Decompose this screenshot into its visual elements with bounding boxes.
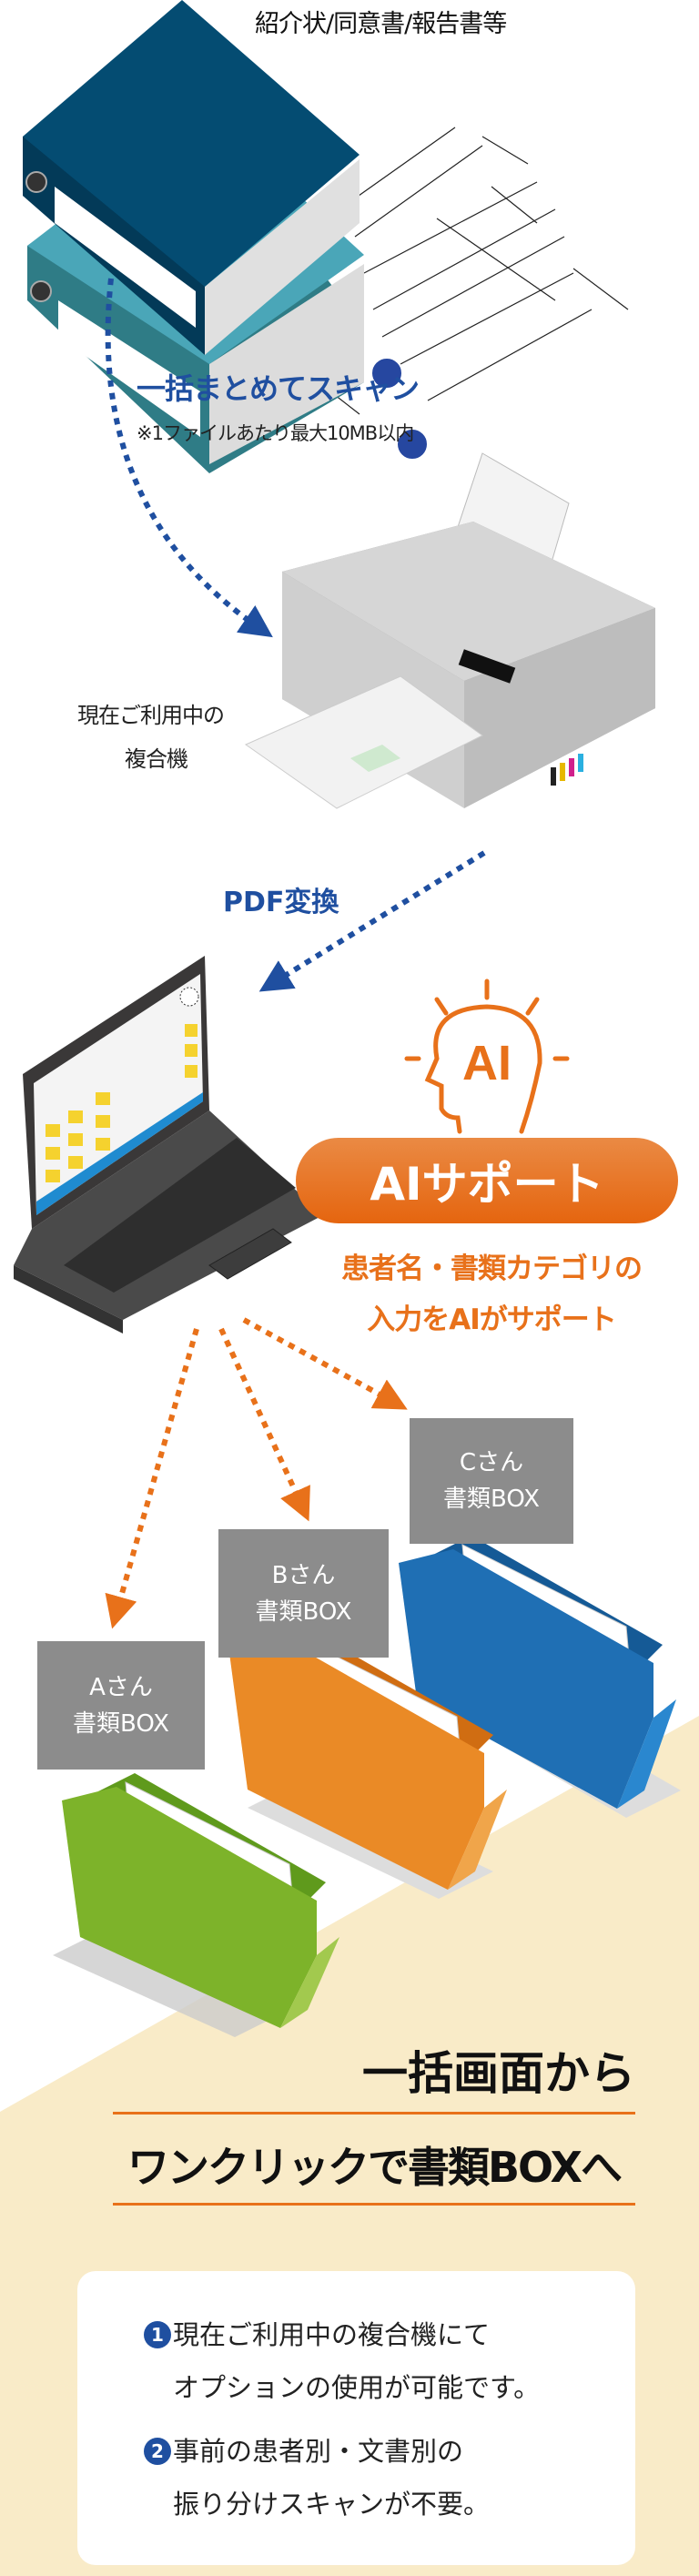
box-label-b: Bさん 書類BOX [218,1529,389,1658]
divider [113,2112,635,2115]
printer-illustration [244,452,655,809]
mfp-label-line: 複合機 [125,746,188,772]
ai-icon-text: AI [462,1036,512,1090]
box-owner: Aさん [89,1673,153,1701]
box-owner: Bさん [271,1561,336,1589]
documents-caption: 紹介状/同意書/報告書等 [255,10,507,38]
divider [113,2203,635,2206]
headline-line2: ワンクリックで書類BOXへ [127,2143,623,2192]
scan-note: ※1ファイルあたり最大10MB以内 [137,422,414,444]
arrow-to-b [218,1327,310,1522]
mfp-label: 現在ご利用中の 複合機 [77,694,225,781]
point-text: オプションの使用が可能です。 [173,2372,541,2403]
point-text: 現在ご利用中の複合機にて [173,2319,491,2350]
box-label-c: Cさん 書類BOX [410,1418,573,1544]
box-type: 書類BOX [443,1486,540,1513]
laptop-illustration [14,956,323,1334]
box-owner: Cさん [459,1449,524,1476]
number-badge: 2 [144,2438,171,2465]
ai-description: 患者名・書類カテゴリの 入力をAIがサポート [314,1243,669,1345]
ai-description-line: 患者名・書類カテゴリの [341,1253,643,1285]
clock-icon [179,987,199,1007]
ai-head-icon: AI [404,979,570,1134]
ai-support-badge: AIサポート [296,1138,678,1223]
flow-arrows [105,278,486,1629]
pdf-label: PDF変換 [223,887,339,918]
binders-illustration [23,0,629,473]
box-type: 書類BOX [255,1597,352,1626]
arrow-to-c [242,1317,408,1410]
point-text: 事前の患者別・文書別の [173,2436,464,2467]
points-card [77,2271,635,2565]
scan-arrow [105,278,273,638]
folder-b-illustration [229,1626,507,1899]
paper-lines [318,127,629,415]
folder-a-illustration [53,1773,339,2037]
punch-hole-icon [396,428,429,461]
box-label-a: Aさん 書類BOX [37,1641,205,1770]
mfp-label-line: 現在ご利用中の [77,703,225,728]
box-type: 書類BOX [73,1709,169,1738]
number-badge: 1 [144,2321,171,2348]
folder-c-illustration [399,1536,681,1818]
scan-title: 一括まとめてスキャン [137,371,420,406]
headline-line1: 一括画面から [362,2047,635,2100]
pdf-arrow [258,850,486,992]
ai-description-line: 入力をAIがサポート [367,1303,617,1336]
point-text: 振り分けスキャンが不要。 [173,2489,491,2520]
arrow-to-a [105,1328,199,1629]
punch-hole-icon [370,357,403,390]
